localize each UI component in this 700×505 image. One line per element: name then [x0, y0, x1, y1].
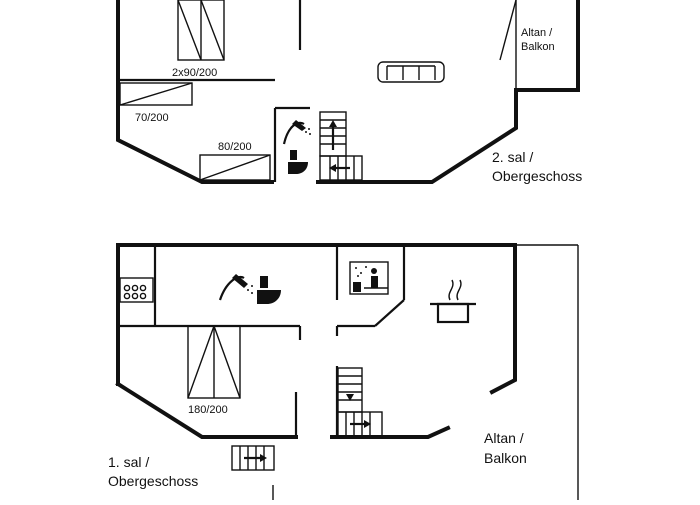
- cooking-pot-icon: [430, 279, 476, 324]
- upper-bed-single-a-label: 70/200: [135, 112, 169, 124]
- lower-balcony-label-2: Balkon: [484, 450, 527, 466]
- upper-bed-single-b-label: 80/200: [218, 141, 252, 153]
- stove-icon: [119, 277, 154, 303]
- lower-outer-wall-bottom-right: [330, 425, 451, 439]
- lower-outer-wall: [116, 243, 517, 395]
- upper-outer-wall: [116, 0, 274, 184]
- lower-balcony-label-1: Altan /: [484, 430, 524, 446]
- upper-floor-label-2: Obergeschoss: [492, 168, 582, 184]
- upper-bed-single-b: [199, 154, 271, 181]
- lower-floor: 180/200 Altan / B: [108, 243, 579, 500]
- sauna-icon: [349, 261, 389, 295]
- sofa-icon: [377, 61, 445, 83]
- upper-balcony-label-1: Altan /: [521, 27, 553, 39]
- lower-outer-wall-bottom: [115, 381, 298, 439]
- upper-bed-single-a: [119, 82, 193, 106]
- upper-balcony-rail-inner: [499, 0, 517, 61]
- lower-bed-double: [187, 325, 241, 399]
- lower-floor-label-1: 1. sal /: [108, 454, 149, 470]
- upper-balcony-label-2: Balkon: [521, 41, 555, 53]
- upper-floor: 2x90/200 70/200 80/200: [116, 0, 582, 184]
- upper-outer-wall-right: [316, 0, 580, 184]
- lower-staircase: [337, 367, 383, 437]
- toilet-icon: [257, 276, 281, 304]
- shower-icon: [282, 120, 311, 145]
- lower-wall-g: [374, 299, 405, 327]
- lower-floor-label-2: Obergeschoss: [108, 473, 198, 489]
- lower-bed-double-label: 180/200: [188, 404, 228, 416]
- upper-floor-label-1: 2. sal /: [492, 149, 533, 165]
- upper-staircase: [319, 111, 363, 181]
- upper-bed-double: [177, 0, 225, 61]
- lower-entry-staircase: [231, 445, 275, 471]
- shower-icon: [218, 274, 253, 301]
- upper-bed-double-label: 2x90/200: [172, 67, 217, 79]
- toilet-icon: [288, 150, 308, 174]
